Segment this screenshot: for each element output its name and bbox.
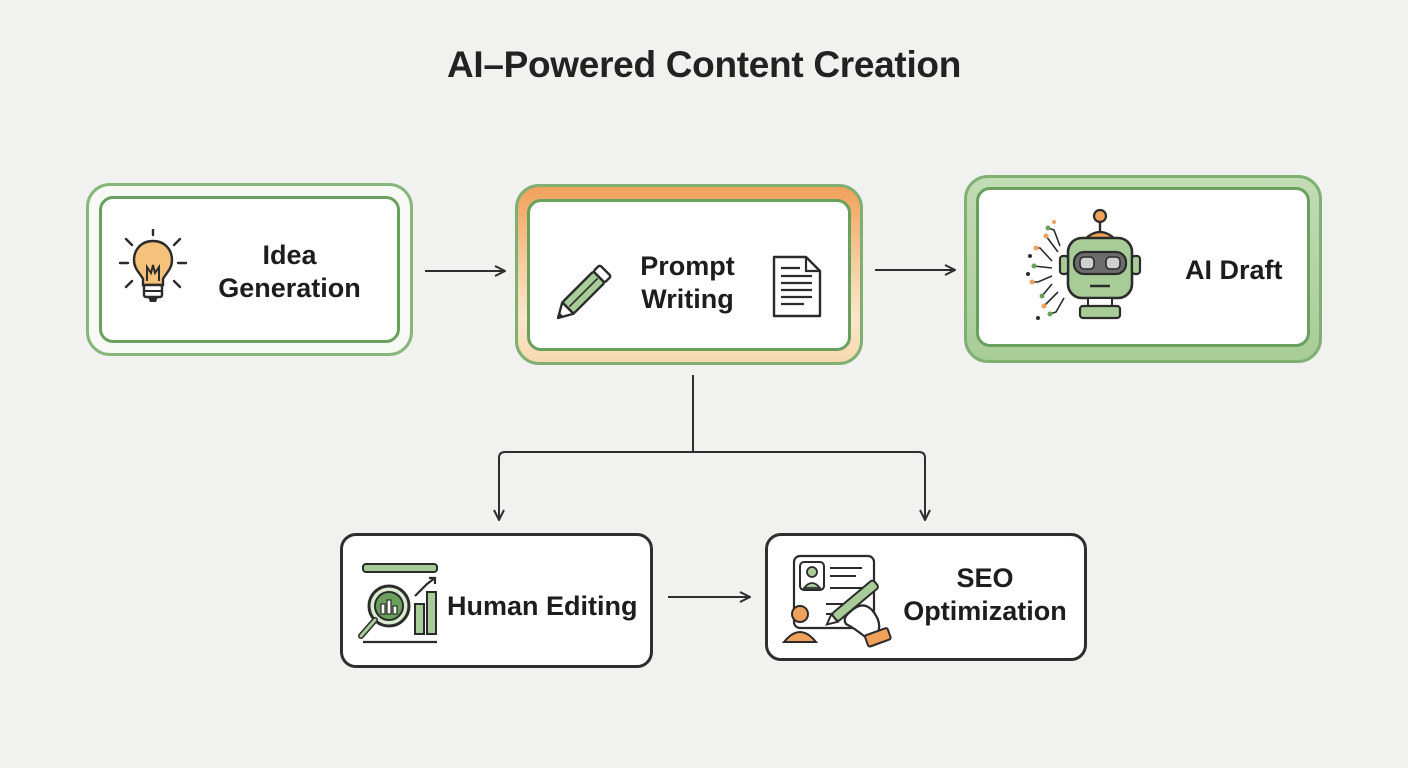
node-human-editing: Human Editing bbox=[340, 533, 653, 668]
node-idea-line2: Generation bbox=[218, 273, 361, 303]
arrow-to-editing bbox=[499, 451, 693, 520]
node-editing-label: Human Editing bbox=[447, 591, 638, 621]
document-icon bbox=[772, 255, 822, 318]
node-prompt-inner: Prompt Writing bbox=[527, 199, 851, 351]
node-ai-draft: AI Draft bbox=[964, 175, 1322, 363]
diagram-title: AI–Powered Content Creation bbox=[446, 44, 962, 85]
node-seo-label: SEO Optimization bbox=[900, 562, 1070, 628]
arrow-to-seo bbox=[693, 451, 925, 520]
node-idea-line1: Idea bbox=[262, 240, 317, 270]
node-prompt-line1: Prompt bbox=[640, 251, 735, 281]
node-prompt-writing: Prompt Writing bbox=[515, 184, 863, 365]
node-seo-line1: SEO bbox=[956, 563, 1014, 593]
node-seo-optimization: SEO Optimization bbox=[765, 533, 1087, 661]
lightbulb-icon bbox=[118, 229, 188, 302]
robot-icon bbox=[1026, 208, 1142, 320]
node-idea-label: Idea Generation bbox=[202, 239, 377, 305]
pencil-icon bbox=[556, 264, 612, 320]
node-draft-inner: AI Draft bbox=[976, 187, 1310, 347]
node-idea-generation: Idea Generation bbox=[86, 183, 413, 356]
people-pen-icon bbox=[781, 554, 892, 648]
node-draft-label: AI Draft bbox=[1185, 255, 1283, 285]
node-prompt-label: Prompt Writing bbox=[630, 250, 745, 316]
magnifier-chart-icon bbox=[358, 563, 438, 644]
node-prompt-line2: Writing bbox=[641, 284, 734, 314]
node-seo-line2: Optimization bbox=[903, 596, 1067, 626]
node-idea-inner: Idea Generation bbox=[99, 196, 400, 343]
